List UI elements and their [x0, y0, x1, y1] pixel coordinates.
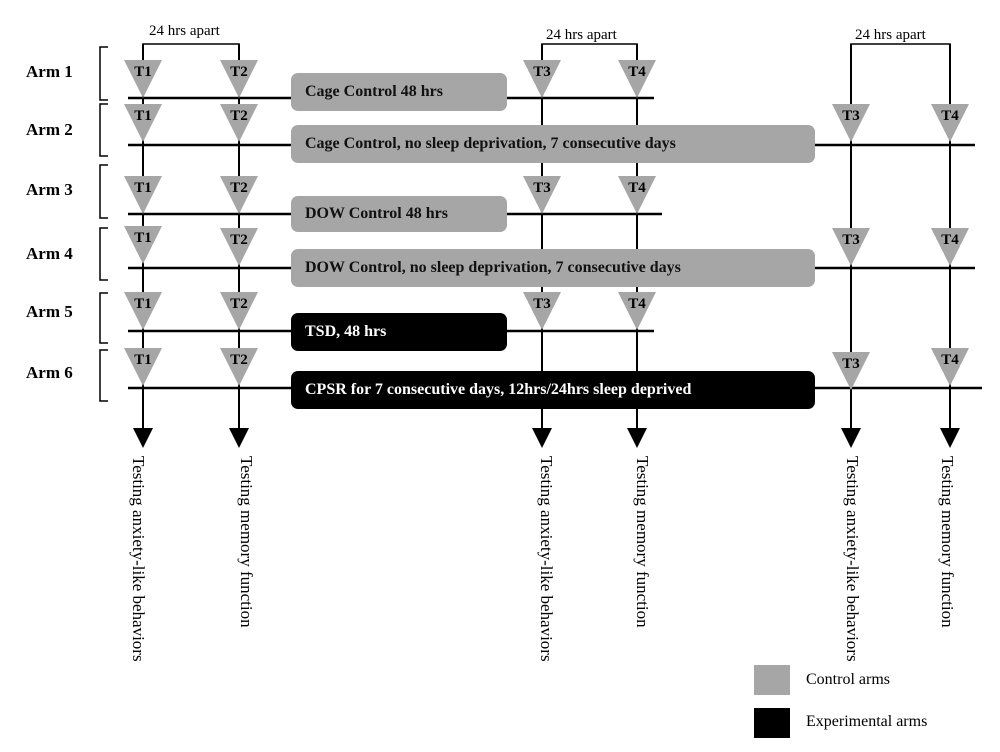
arm-6-t1-marker: T1: [124, 348, 162, 386]
test-label-memory-2: Testing memory function: [633, 456, 652, 628]
arm-2-condition-bar: Cage Control, no sleep deprivation, 7 co…: [291, 125, 815, 163]
arm-2-t2-marker: T2: [220, 104, 258, 142]
arm-3-condition-bar: DOW Control 48 hrs: [291, 196, 507, 232]
apart-label-3: 24 hrs apart: [855, 27, 926, 43]
arm-4-t1-marker: T1: [124, 226, 162, 264]
arm-5-t4-marker: T4: [618, 292, 656, 330]
arm-label-3: Arm 3: [26, 180, 73, 199]
arm-3-t4-marker: T4: [618, 176, 656, 214]
arm-3-t3-marker: T3: [523, 176, 561, 214]
arm-2-t1-marker: T1: [124, 104, 162, 142]
test-label-anxiety-1: Testing anxiety-like behaviors: [129, 456, 148, 662]
arm-6-t3-marker: T3: [832, 352, 870, 390]
arm-1-t4-marker: T4: [618, 60, 656, 98]
arm-label-6: Arm 6: [26, 363, 73, 382]
arm-6-t4-marker: T4: [931, 348, 969, 386]
test-label-anxiety-2: Testing anxiety-like behaviors: [537, 456, 556, 662]
arm-label-5: Arm 5: [26, 302, 73, 321]
arm-5-t3-marker: T3: [523, 292, 561, 330]
arm-6-condition-bar: CPSR for 7 consecutive days, 12hrs/24hrs…: [291, 371, 815, 409]
legend-experimental-swatch: [754, 708, 790, 738]
arm-4-condition-bar: DOW Control, no sleep deprivation, 7 con…: [291, 249, 815, 287]
arm-1-t2-marker: T2: [220, 60, 258, 98]
arm-3-t1-marker: T1: [124, 176, 162, 214]
arm-4-t4-marker: T4: [931, 228, 969, 266]
arm-5-t1-marker: T1: [124, 292, 162, 330]
apart-brackets: [142, 43, 951, 60]
arm-2-t4-marker: T4: [931, 104, 969, 142]
arm-brackets: [99, 46, 108, 402]
test-label-memory-1: Testing memory function: [237, 456, 256, 628]
arm-6-t2-marker: T2: [220, 348, 258, 386]
test-label-memory-3: Testing memory function: [938, 456, 957, 628]
arm-label-1: Arm 1: [26, 62, 73, 81]
arm-3-t2-marker: T2: [220, 176, 258, 214]
apart-label-1: 24 hrs apart: [149, 23, 220, 39]
arm-5-condition-bar: TSD, 48 hrs: [291, 313, 507, 351]
arm-4-t3-marker: T3: [832, 228, 870, 266]
arm-2-t3-marker: T3: [832, 104, 870, 142]
arm-1-t1-marker: T1: [124, 60, 162, 98]
arm-1-condition-bar: Cage Control 48 hrs: [291, 73, 507, 111]
legend-control-label: Control arms: [806, 671, 890, 688]
legend-experimental-label: Experimental arms: [806, 713, 928, 730]
arm-label-4: Arm 4: [26, 244, 73, 263]
arm-label-2: Arm 2: [26, 120, 73, 139]
legend-control-swatch: [754, 665, 790, 695]
test-label-anxiety-3: Testing anxiety-like behaviors: [843, 456, 862, 662]
arm-1-t3-marker: T3: [523, 60, 561, 98]
arm-4-t2-marker: T2: [220, 228, 258, 266]
arm-5-t2-marker: T2: [220, 292, 258, 330]
apart-label-2: 24 hrs apart: [546, 27, 617, 43]
